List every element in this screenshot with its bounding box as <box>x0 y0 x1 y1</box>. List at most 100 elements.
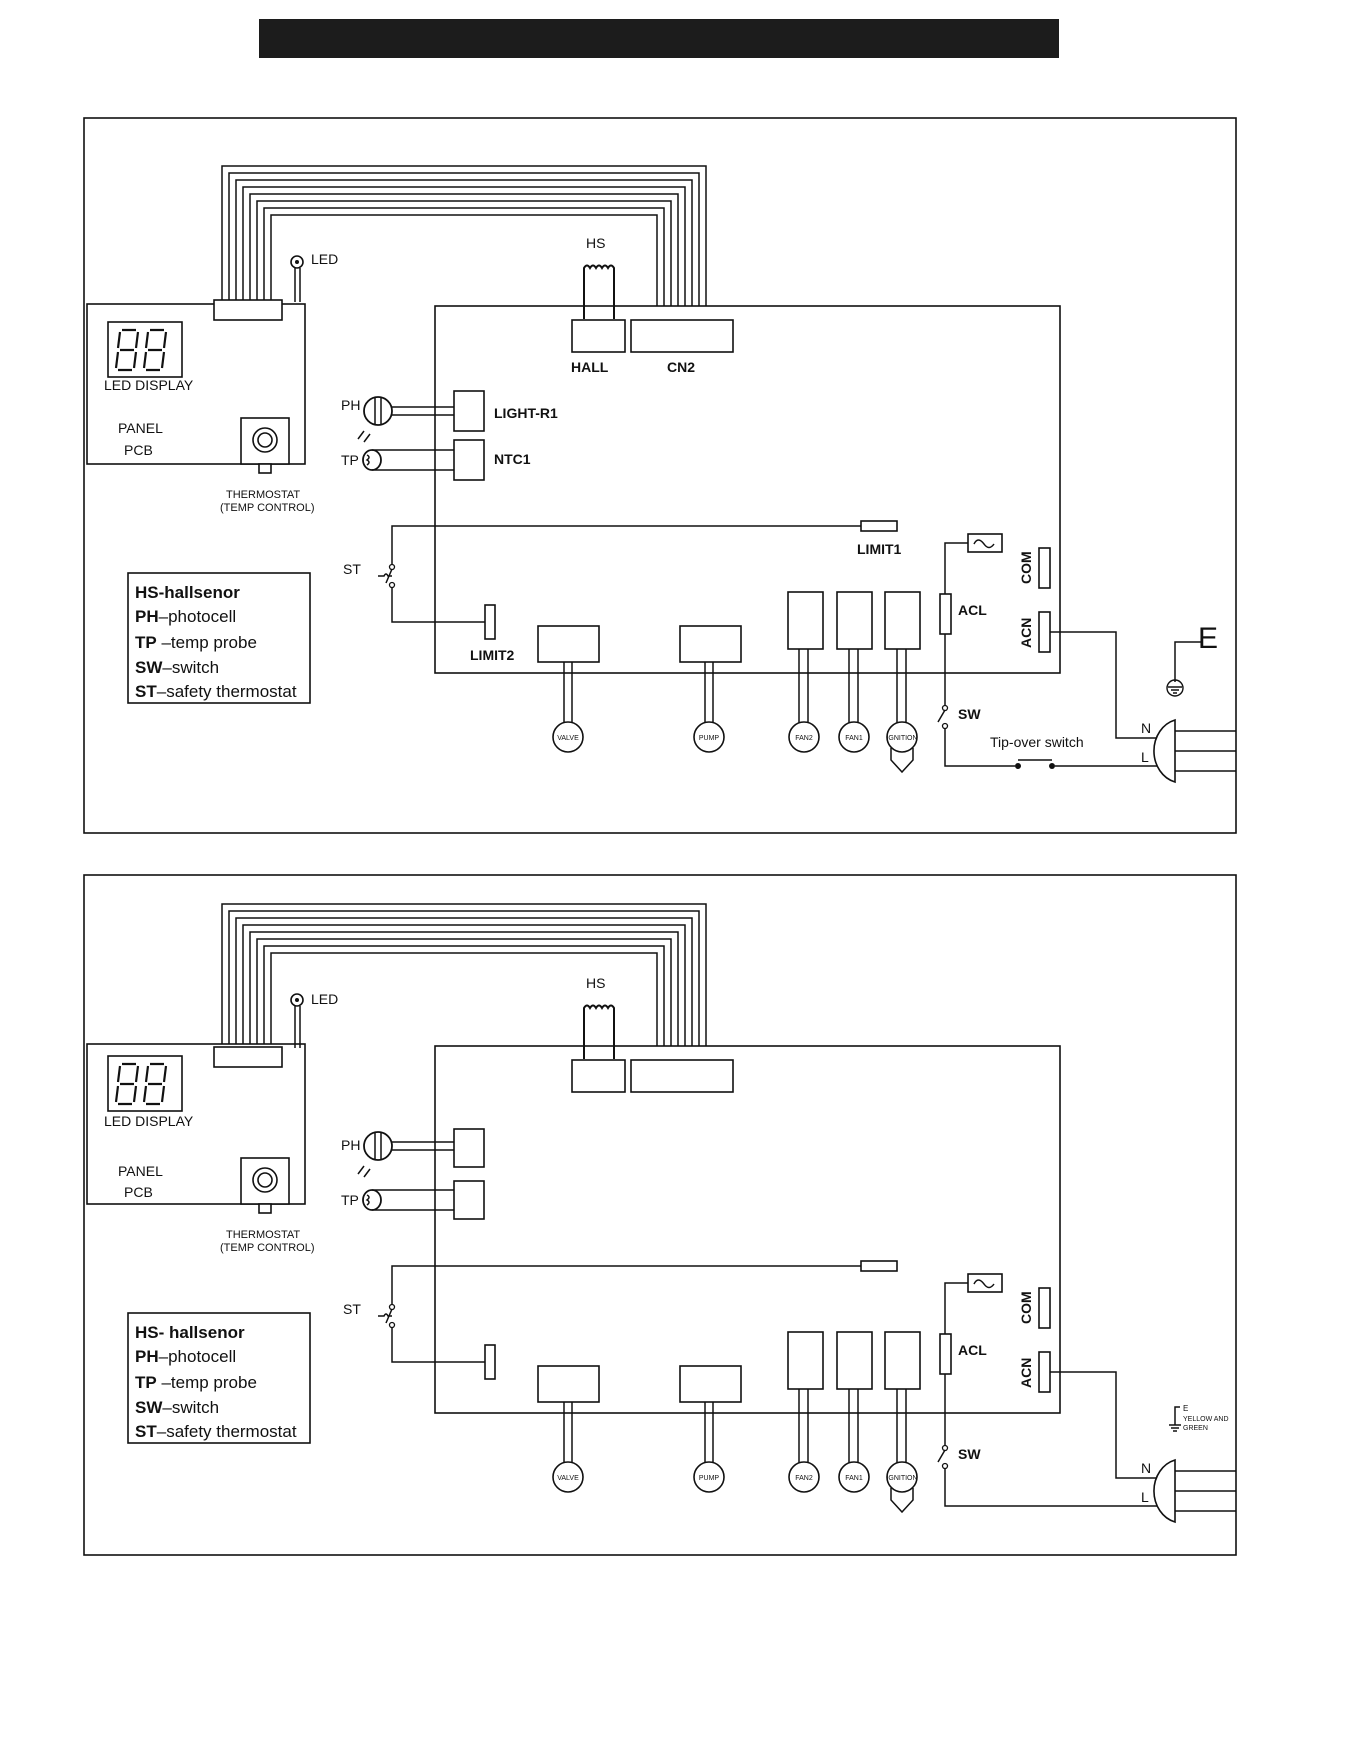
legend-value: –safety thermostat <box>157 1422 297 1441</box>
earth-ground-icon <box>1169 1406 1181 1432</box>
acn-connector <box>1038 611 1051 653</box>
diagram-frame <box>83 874 1237 1556</box>
ignition-connector <box>884 1331 921 1390</box>
st-label: ST <box>343 1301 361 1317</box>
panel-pcb-label-line2: PCB <box>124 1184 153 1200</box>
ignition-connector <box>884 591 921 650</box>
com-connector <box>1038 1287 1051 1329</box>
photocell-icon <box>357 1131 393 1178</box>
legend-value: –safety thermostat <box>157 682 297 701</box>
legend-box <box>127 1312 311 1444</box>
main-pcb <box>434 305 1061 674</box>
wiring-diagram-1: LED DISPLAY PANEL PCB THERMOSTAT (TEMP C… <box>83 117 1237 834</box>
ph-label: PH <box>341 397 360 413</box>
limit2-connector <box>484 1344 496 1380</box>
legend-item: ST–safety thermostat <box>135 1422 297 1441</box>
acl-connector <box>939 593 952 635</box>
limit2-connector <box>484 604 496 640</box>
panel-pcb-label-line1: PANEL <box>118 1163 163 1179</box>
legend-value: –temp probe <box>157 633 257 652</box>
led-display-label: LED DISPLAY <box>104 377 194 393</box>
diagram-frame <box>83 117 1237 834</box>
legend-item: SW–switch <box>135 1398 219 1417</box>
fan1-label: FAN1 <box>845 1475 863 1482</box>
led-display-digits <box>107 1055 183 1112</box>
thermostat-knob-icon <box>240 417 290 474</box>
thermostat-label-line2: (TEMP CONTROL) <box>220 1242 315 1254</box>
pump-icon <box>693 721 725 753</box>
legend-value: –switch <box>162 1398 219 1417</box>
fan2-connector <box>787 591 824 650</box>
l-label: L <box>1141 749 1149 765</box>
ntc1-connector <box>453 439 485 481</box>
n-label: N <box>1141 1460 1151 1476</box>
ribbon-cable <box>221 165 707 320</box>
legend-key: TP <box>135 1373 157 1392</box>
legend-item: TP –temp probe <box>135 1373 257 1392</box>
acl-label: ACL <box>958 1342 987 1358</box>
temp-probe-icon <box>362 1189 382 1211</box>
fan1-icon <box>838 721 870 753</box>
safety-thermostat-icon <box>378 1303 396 1329</box>
legend-item: TP –temp probe <box>135 633 257 652</box>
limit1-label: LIMIT1 <box>857 541 902 557</box>
sw-label: SW <box>958 1446 981 1462</box>
power-plug-icon <box>1153 1458 1176 1524</box>
earth-note-line2: GREEN <box>1183 1425 1208 1432</box>
earth-note-line1: YELLOW AND <box>1183 1416 1229 1423</box>
light-r1-label: LIGHT-R1 <box>494 405 558 421</box>
fan2-label: FAN2 <box>795 1475 813 1482</box>
pump-label: PUMP <box>699 1475 720 1482</box>
acn-label: ACN <box>1018 618 1034 648</box>
fan2-icon <box>788 721 820 753</box>
panel-connector <box>213 299 283 321</box>
fan2-label: FAN2 <box>795 735 813 742</box>
earth-ground-icon <box>1166 641 1203 697</box>
legend-key: PH <box>135 607 159 626</box>
com-connector <box>1038 547 1051 589</box>
hall-sensor-coil-icon <box>583 1004 615 1059</box>
valve-connector <box>537 625 600 663</box>
thermostat-knob-icon <box>240 1157 290 1214</box>
hall-sensor-coil-icon <box>583 264 615 319</box>
panel-pcb-label-line2: PCB <box>124 442 153 458</box>
thermostat-label-line2: (TEMP CONTROL) <box>220 502 315 514</box>
tp-label: TP <box>341 1192 359 1208</box>
legend-key: HS- hallsenor <box>135 1323 245 1342</box>
wiring-diagram-2: LED DISPLAY PANEL PCB THERMOSTAT (TEMP C… <box>83 874 1237 1556</box>
ntc1-label: NTC1 <box>494 451 531 467</box>
led-icon <box>290 255 304 302</box>
legend-item: HS- hallsenor <box>135 1323 245 1342</box>
tip-over-switch-icon <box>1015 759 1055 769</box>
power-plug-icon <box>1153 718 1176 784</box>
valve-connector <box>537 1365 600 1403</box>
n-label: N <box>1141 720 1151 736</box>
main-pcb <box>434 1045 1061 1414</box>
pump-label: PUMP <box>699 735 720 742</box>
cn2-connector <box>630 319 734 353</box>
sw-label: SW <box>958 706 981 722</box>
l-label: L <box>1141 1489 1149 1505</box>
hs-label: HS <box>586 975 605 991</box>
fan2-connector <box>787 1331 824 1390</box>
legend-item: SW–switch <box>135 658 219 677</box>
legend-item: ST–safety thermostat <box>135 682 297 701</box>
legend-value: –switch <box>162 658 219 677</box>
header-bar <box>259 19 1059 58</box>
hall-label: HALL <box>571 359 609 375</box>
power-switch-icon <box>937 704 949 730</box>
safety-thermostat-icon <box>378 563 396 589</box>
legend-value: –temp probe <box>157 1373 257 1392</box>
fan1-label: FAN1 <box>845 735 863 742</box>
com-label: COM <box>1018 551 1034 584</box>
hall-connector <box>571 319 626 353</box>
ignition-label: IGNITION <box>886 1475 917 1482</box>
legend-value: –photocell <box>159 1347 237 1366</box>
legend-key: ST <box>135 1422 157 1441</box>
thermostat-label-line1: THERMOSTAT <box>226 1229 300 1241</box>
limit2-label: LIMIT2 <box>470 647 515 663</box>
legend-key: ST <box>135 682 157 701</box>
fuse-icon <box>967 533 1003 553</box>
tp-label: TP <box>341 452 359 468</box>
fan2-icon <box>788 1461 820 1493</box>
